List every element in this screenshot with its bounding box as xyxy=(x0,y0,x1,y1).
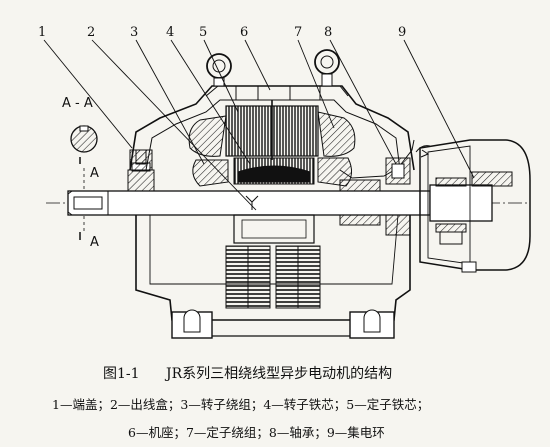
section-aa-group: A - A A A xyxy=(62,96,99,250)
shaft-section-icon xyxy=(70,125,98,153)
callout-6: 6 xyxy=(240,25,248,40)
right-bearing xyxy=(385,157,411,236)
callout-2: 2 xyxy=(87,25,95,40)
rotor-lower-half xyxy=(233,195,315,244)
callouts: 1 2 3 4 5 6 7 8 9 xyxy=(38,25,475,211)
right-lifting-eye xyxy=(314,49,340,87)
figure-caption-block: 图1-1 JR系列三相绕线型异步电动机的结构 1—端盖；2—出线盒；3—转子绕组… xyxy=(52,366,429,440)
motor-drawing xyxy=(46,49,531,339)
callout-4: 4 xyxy=(166,25,174,40)
ventilation-grille xyxy=(225,245,321,309)
figure-number: 图1-1 xyxy=(103,366,140,382)
section-aa-label: A - A xyxy=(62,96,93,111)
legend-line-2: 6—机座；7—定子绕组；8—轴承；9—集电环 xyxy=(128,425,385,440)
callout-7: 7 xyxy=(294,25,302,40)
section-a-mark-upper: A xyxy=(90,166,99,181)
section-a-mark-lower: A xyxy=(90,235,99,250)
callout-3: 3 xyxy=(130,25,138,40)
slip-ring-assembly xyxy=(415,139,531,273)
rotor-winding xyxy=(192,157,352,187)
callout-8: 8 xyxy=(324,25,332,40)
callout-9: 9 xyxy=(398,25,406,40)
callout-5: 5 xyxy=(199,25,207,40)
left-lifting-eye xyxy=(206,53,232,87)
legend-line-1: 1—端盖；2—出线盒；3—转子绕组；4—转子铁芯；5—定子铁芯； xyxy=(52,397,429,412)
terminal-box xyxy=(129,149,153,171)
figure-title: JR系列三相绕线型异步电动机的结构 xyxy=(164,366,392,382)
callout-1: 1 xyxy=(38,25,46,40)
rotor-hub xyxy=(237,165,311,183)
stator-winding xyxy=(188,111,356,157)
motor-frame xyxy=(129,85,415,339)
